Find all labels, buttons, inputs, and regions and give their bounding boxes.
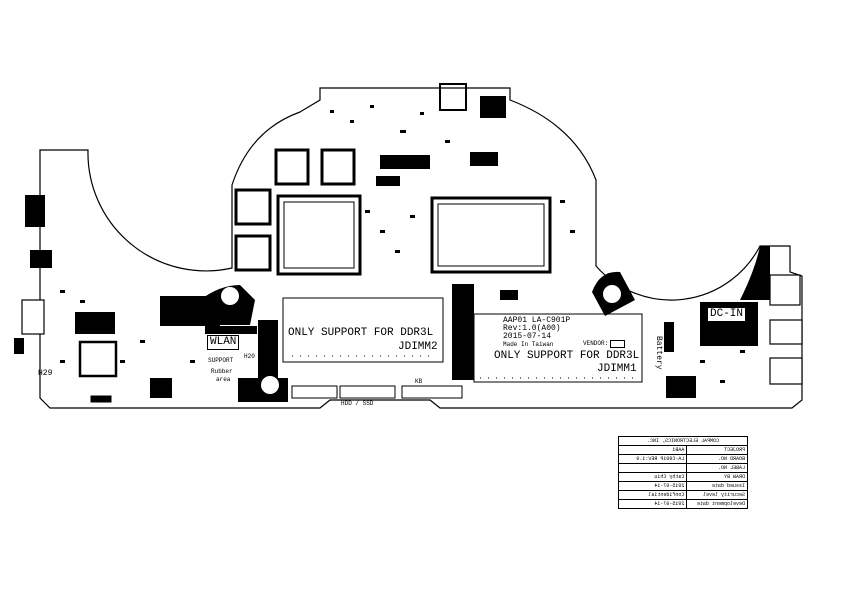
dimm2-connector [282, 297, 444, 363]
h29-label: H29 [38, 369, 53, 378]
title-block-row: LABEL NO. [619, 463, 747, 472]
board-model: AAP01 LA-C901P [503, 316, 571, 325]
row-key: Development date [686, 500, 747, 508]
title-block-row: BOARD NO.LA-C901P REV:1.0 (A00) [619, 454, 747, 463]
mounting-hole [221, 287, 239, 305]
dimm1-note: ONLY SUPPORT FOR DDR3L [494, 350, 640, 362]
passive-components [60, 105, 745, 383]
hdd-ssd-label: HDD / SSD [341, 400, 374, 407]
dc-in-label: DC-IN [707, 307, 747, 322]
rubber-label: Rubber [211, 368, 233, 375]
area-label: area [216, 376, 231, 383]
row-key: PROJECT [686, 446, 747, 454]
battery-label: Battery [654, 336, 663, 370]
mounting-hole [603, 285, 621, 303]
vendor-box [610, 340, 625, 348]
dimm1-connector [473, 313, 643, 383]
h20-label: H20 [244, 353, 255, 360]
board-outline [39, 87, 803, 409]
chip-cpu-left [276, 194, 362, 276]
company-name: COMPAL ELECTRONICS, INC. [647, 438, 720, 444]
board-date: 2015-07-14 [503, 332, 552, 341]
mounting-hole [261, 376, 279, 394]
ground-plane [200, 285, 255, 325]
row-key: Security level [686, 491, 747, 499]
kb-label: KB [415, 378, 423, 385]
chip-small [78, 148, 356, 378]
dimm2-note: ONLY SUPPORT FOR DDR3L [288, 327, 434, 339]
ground-plane [740, 246, 770, 300]
row-value: 2015-07-14 [654, 483, 685, 489]
dimm2-label: JDIMM2 [398, 341, 438, 353]
row-key: BOARD NO. [686, 455, 747, 463]
row-value: 2015-07-14 [654, 501, 685, 507]
row-key: DRAW BY [686, 473, 747, 481]
row-key: Issued date [686, 482, 747, 490]
wlan-label: WLAN [207, 335, 240, 350]
row-value: Confidential [648, 492, 685, 498]
row-value: LA-C901P REV:1.0 (A00) [636, 456, 685, 462]
support-label: SUPPORT [208, 357, 234, 364]
usb-port [21, 274, 803, 385]
chip-cpu-right [430, 196, 552, 274]
board-origin: Made In Taiwan [503, 341, 554, 348]
dimm1-label: JDIMM1 [597, 363, 637, 375]
title-block-company-row: COMPAL ELECTRONICS, INC. [619, 437, 747, 445]
row-value: AAB1 [672, 447, 685, 453]
vendor-label: VENDOR: [583, 340, 609, 347]
row-value: Cathy Chiu [654, 474, 685, 480]
board-revision: Rev:1.0(A00) [503, 324, 561, 333]
row-key: LABEL NO. [686, 464, 747, 472]
row-value [619, 464, 686, 472]
bottom-connector [90, 385, 463, 403]
